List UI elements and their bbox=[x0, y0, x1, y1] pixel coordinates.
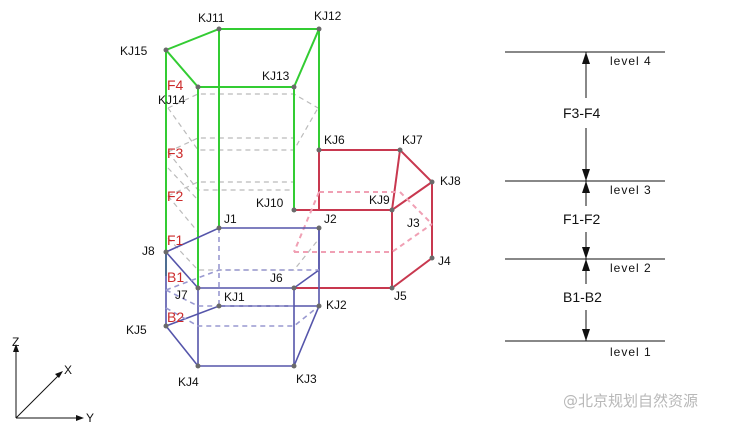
floor-label-f4: F4 bbox=[167, 77, 184, 93]
node-label-kj1: KJ1 bbox=[224, 290, 245, 304]
node-label-kj10: KJ10 bbox=[256, 196, 284, 210]
floor-label-f1: F1 bbox=[167, 232, 184, 248]
node-label-kj4: KJ4 bbox=[178, 375, 199, 389]
node-label-kj8: KJ8 bbox=[440, 174, 461, 188]
node-label-kj5: KJ5 bbox=[126, 323, 147, 337]
watermark: @北京规划自然资源 bbox=[563, 392, 698, 410]
axis-arrow-icon bbox=[76, 415, 84, 421]
node-label-kj7: KJ7 bbox=[402, 133, 423, 147]
axis-label-x: X bbox=[64, 363, 72, 377]
node-label-j4: J4 bbox=[438, 254, 451, 268]
level-3-label: level 3 bbox=[610, 183, 652, 197]
span-label-f3-f4: F3-F4 bbox=[563, 105, 601, 121]
axis-arrow-icon bbox=[13, 344, 19, 352]
floor-label-f3: F3 bbox=[167, 145, 184, 161]
level-4-label: level 4 bbox=[610, 54, 652, 68]
node-label-j8: J8 bbox=[142, 244, 155, 258]
arrow-up-icon bbox=[582, 52, 590, 64]
level-1-label: level 1 bbox=[610, 345, 652, 359]
node-label-kj13: KJ13 bbox=[262, 69, 290, 83]
coordinate-axes bbox=[13, 344, 84, 421]
arrow-down-icon bbox=[582, 329, 590, 341]
axis-label-y: Y bbox=[86, 411, 94, 425]
node-label-j2: J2 bbox=[324, 212, 337, 226]
level-2-label: level 2 bbox=[610, 261, 652, 275]
node-label-kj11: KJ11 bbox=[198, 11, 225, 25]
floor-label-b1: B1 bbox=[167, 269, 184, 285]
node-label-j6: J6 bbox=[270, 271, 283, 285]
level-schematic bbox=[505, 51, 665, 342]
node-label-kj6: KJ6 bbox=[324, 133, 345, 147]
node-label-kj12: KJ12 bbox=[314, 9, 342, 23]
node-label-kj3: KJ3 bbox=[296, 372, 317, 386]
arrow-down-icon bbox=[582, 247, 590, 259]
axis-arrow-icon bbox=[55, 371, 63, 378]
arrow-up-icon bbox=[582, 181, 590, 193]
node-points bbox=[163, 26, 435, 369]
floor-label-f2: F2 bbox=[167, 188, 184, 204]
green-tower-frame bbox=[164, 28, 321, 287]
span-label-b1-b2: B1-B2 bbox=[563, 289, 602, 305]
floor-label-b2: B2 bbox=[167, 309, 184, 325]
node-label-kj9: KJ9 bbox=[369, 193, 390, 207]
node-label-j3: J3 bbox=[407, 216, 420, 230]
node-label-j5: J5 bbox=[394, 289, 407, 303]
node-label-kj15: KJ15 bbox=[120, 44, 148, 58]
node-label-kj2: KJ2 bbox=[326, 298, 347, 312]
node-label-j1: J1 bbox=[224, 212, 237, 226]
arrow-down-icon bbox=[582, 169, 590, 181]
arrow-up-icon bbox=[582, 259, 590, 271]
span-label-f1-f2: F1-F2 bbox=[563, 211, 601, 227]
green-floor-slabs bbox=[167, 93, 319, 271]
node-label-kj14: KJ14 bbox=[158, 93, 186, 107]
axis-label-z: Z bbox=[12, 335, 19, 349]
node-label-j7: J7 bbox=[175, 288, 188, 302]
